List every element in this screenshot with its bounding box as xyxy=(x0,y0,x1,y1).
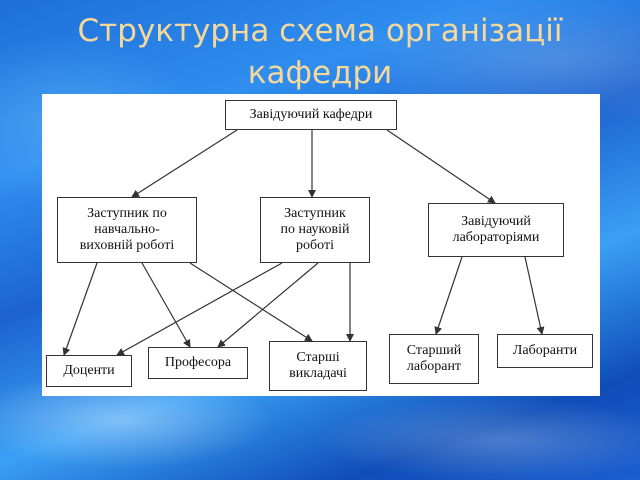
node-deputy-scientific-line-2: по науковій xyxy=(280,222,350,237)
connector-deputy_edu-to-docents xyxy=(62,262,98,356)
connector-lab_head-to-senior_lab xyxy=(434,256,463,335)
node-deputy-scientific: Заступник по науковій роботі xyxy=(260,197,370,263)
node-senior-lecturers: Старші викладачі xyxy=(269,341,367,391)
node-deputy-scientific-line-1: Заступник xyxy=(284,206,346,221)
node-senior-lecturers-line-2: викладачі xyxy=(289,366,347,381)
node-senior-lab-assistant: Старший лаборант xyxy=(389,334,479,384)
node-docents: Доценти xyxy=(46,355,132,387)
node-docents-label: Доценти xyxy=(63,363,115,378)
node-deputy-scientific-line-3: роботі xyxy=(296,238,334,253)
node-deputy-educational-line-3: виховній роботі xyxy=(79,238,175,253)
connector-deputy_edu-to-professors xyxy=(141,262,191,348)
connector-lab_head-to-lab_assistants xyxy=(524,256,545,335)
slide-title: Структурна схема організації кафедри xyxy=(77,13,563,91)
connector-head-to-lab_head xyxy=(386,129,496,204)
node-head-of-department: Завідуючий кафедри xyxy=(225,100,397,130)
node-head-of-department-label: Завідуючий кафедри xyxy=(249,107,373,122)
node-deputy-educational-line-1: Заступник по xyxy=(87,206,167,221)
node-senior-lecturers-line-1: Старші xyxy=(296,350,340,365)
node-lab-assistants-label: Лаборанти xyxy=(512,343,578,358)
connector-deputy_sci-to-docents xyxy=(116,262,283,356)
org-chart-panel: Завідуючий кафедри Заступник по навчальн… xyxy=(42,94,600,396)
connector-deputy_sci-to-professors xyxy=(217,262,319,348)
org-chart-connectors xyxy=(62,129,545,356)
node-professors-label: Професора xyxy=(164,355,232,370)
node-lab-assistants: Лаборанти xyxy=(497,334,593,368)
node-head-of-laboratories: Завідуючий лабораторіями xyxy=(428,203,564,257)
node-senior-lab-assistant-line-1: Старший xyxy=(406,343,462,358)
node-professors: Професора xyxy=(148,347,248,379)
node-deputy-educational-line-2: навчально- xyxy=(94,222,160,237)
connector-deputy_edu-to-senior_lecturers xyxy=(189,262,313,342)
connector-head-to-deputy_edu xyxy=(131,129,238,198)
node-senior-lab-assistant-line-2: лаборант xyxy=(406,359,462,374)
node-head-of-laboratories-line-1: Завідуючий xyxy=(461,214,531,229)
node-head-of-laboratories-line-2: лабораторіями xyxy=(452,230,540,245)
node-deputy-educational: Заступник по навчально- виховній роботі xyxy=(57,197,197,263)
